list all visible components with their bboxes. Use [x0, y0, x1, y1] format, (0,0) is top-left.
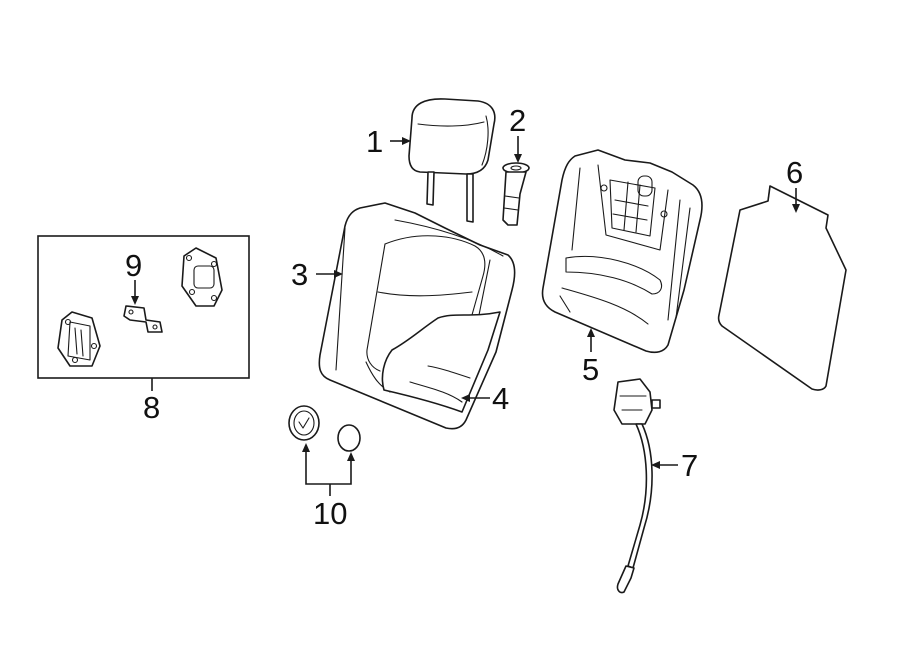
small-bracket[interactable]: [123, 305, 163, 333]
leader-5: [587, 328, 595, 352]
callout-4: 4: [492, 381, 509, 416]
leader-6: [792, 188, 800, 213]
callout-5: 5: [582, 352, 599, 387]
bracket-left[interactable]: [57, 311, 101, 367]
headrest-guide[interactable]: [502, 162, 530, 226]
callout-2: 2: [509, 103, 526, 138]
callout-3: 3: [291, 257, 308, 292]
leader-2: [514, 136, 522, 163]
rear-panel[interactable]: [717, 185, 847, 391]
leader-4: [461, 394, 490, 402]
leader-1: [390, 137, 411, 145]
callout-10: 10: [313, 496, 347, 531]
callout-9: 9: [125, 248, 142, 283]
mounting-plate[interactable]: [181, 247, 223, 307]
callout-1: 1: [366, 124, 383, 159]
leader-9: [131, 280, 139, 305]
cap-small[interactable]: [337, 424, 361, 452]
leader-7: [651, 461, 678, 469]
seat-back-cover[interactable]: [318, 202, 516, 430]
seat-back-frame[interactable]: [541, 149, 703, 354]
wire-harness[interactable]: [613, 378, 661, 594]
leader-10: [302, 443, 355, 496]
callout-6: 6: [786, 155, 803, 190]
headrest[interactable]: [408, 98, 496, 223]
leader-3: [316, 270, 343, 278]
parts-box: [37, 235, 250, 379]
callout-8: 8: [143, 390, 160, 425]
cap-large[interactable]: [288, 405, 320, 441]
callout-7: 7: [681, 448, 698, 483]
